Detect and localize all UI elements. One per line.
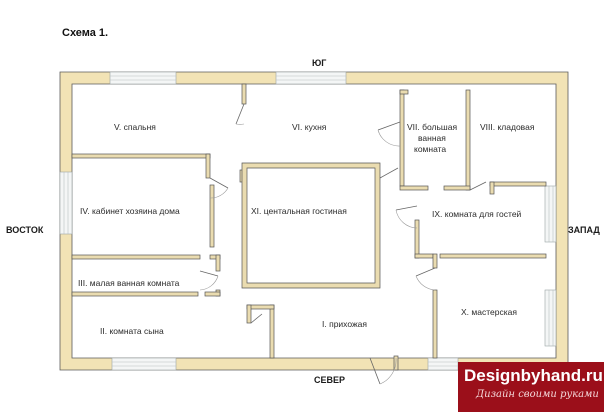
room-workshop: X. мастерская [461,307,517,317]
window-top-1 [109,71,177,85]
window-right-2 [544,289,557,347]
compass-east: ВОСТОК [6,225,44,235]
window-left [59,171,73,235]
compass-south: ЮГ [312,58,326,68]
room-pantry: VIII. кладовая [480,122,535,132]
room-big-bath-line3: комната [414,144,446,154]
window-bottom-2 [427,357,459,371]
badge-site-name: Designbyhand.ru [464,366,603,385]
windows [59,71,557,371]
compass-north: СЕВЕР [314,375,345,385]
room-labels: V. спальня VI. кухня VII. большая ванная… [78,122,535,336]
room-bedroom: V. спальня [114,122,156,132]
room-guest: IX. комната для гостей [432,209,522,219]
compass-west: ЗАПАД [568,225,600,235]
room-son: II. комната сына [100,326,164,336]
room-small-bath: III. малая ванная комната [78,278,180,288]
window-top-2 [275,71,347,85]
window-bottom-1 [111,357,177,371]
room-kitchen: VI. кухня [292,122,327,132]
room-living: XI. центальная гостиная [251,206,347,216]
diagram-title: Схема 1. [62,27,108,39]
partitions [71,83,547,371]
room-big-bath-line1: VII. большая [407,122,457,132]
site-badge: Designbyhand.ru Дизайн своими руками [458,362,604,412]
badge-tagline: Дизайн своими руками [476,389,599,400]
window-right-1 [544,185,557,243]
room-big-bath-line2: ванная [418,133,446,143]
room-study: IV. кабинет хозяина дома [80,206,180,216]
compass-labels: ЮГ СЕВЕР ВОСТОК ЗАПАД [6,58,600,385]
room-hall: I. прихожая [322,319,367,329]
doors [199,103,487,385]
